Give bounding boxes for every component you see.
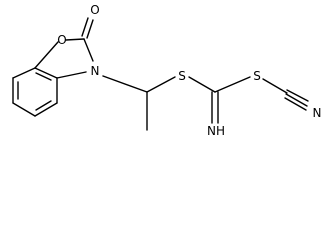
bond-c3a-c7a <box>34 67 58 79</box>
imine-nh-label: NH <box>207 124 225 138</box>
bond-n3-ch <box>102 75 148 93</box>
bond-ch-s1 <box>146 76 176 93</box>
sulfur-2-label: S <box>253 69 261 83</box>
bond-s1-c <box>188 76 216 93</box>
bond-c7a-c7 <box>12 67 36 79</box>
ring-oxygen-label: O <box>57 33 66 47</box>
bond-s2-cn <box>262 78 288 94</box>
carbonyl-oxygen-label: O <box>90 3 99 17</box>
bond-c-s2 <box>214 76 251 93</box>
sulfur-1-label: S <box>178 69 186 83</box>
nitrile-bond-3 <box>284 97 307 111</box>
bond-c6-c5 <box>12 102 36 117</box>
benzene-ring <box>12 67 58 117</box>
ring-nitrogen-label: N <box>91 64 100 78</box>
aromatic-inner-bond-2 <box>35 100 52 111</box>
bond-c2-n3 <box>83 38 94 62</box>
nitrile-nitrogen-label: N <box>313 106 322 120</box>
bond-c7a-o1 <box>34 41 59 69</box>
carbonyl-bond-1 <box>81 17 89 37</box>
carbonyl-bond-2 <box>86 19 94 39</box>
bond-n3-c3a <box>56 71 87 79</box>
nitrile-bond-1 <box>286 89 309 102</box>
atom-labels: O O N S S NH N <box>57 3 321 138</box>
side-chain <box>102 75 309 131</box>
nitrile-bond-2 <box>285 93 308 107</box>
bond-c5-c4 <box>34 102 58 117</box>
chemical-structure-diagram: O O N S S NH N <box>12 3 321 138</box>
aromatic-inner-bond-3 <box>35 72 52 81</box>
bond-o1-c2 <box>65 38 85 41</box>
oxazolone-ring <box>34 17 94 79</box>
